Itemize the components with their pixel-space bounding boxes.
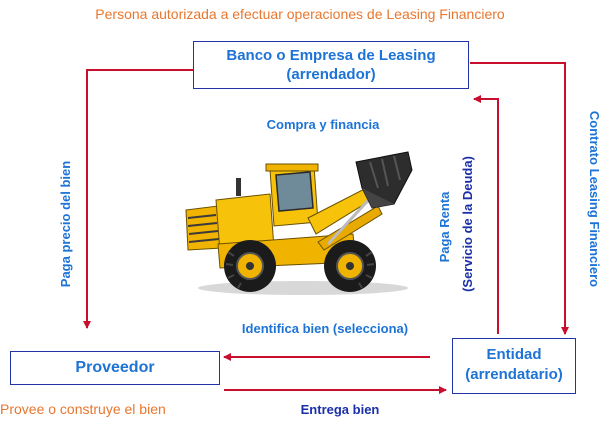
bank-name: Banco o Empresa de Leasing (226, 47, 436, 64)
label-identifica: Identifica bien (selecciona) (241, 321, 409, 336)
top-caption: Persona autorizada a efectuar operacione… (95, 6, 505, 22)
arrow-paga-precio (83, 69, 193, 329)
proveedor-box: Proveedor (10, 351, 220, 385)
label-entrega: Entrega bien (300, 402, 380, 417)
wheel-loader-image (185, 151, 413, 295)
entidad-role: (arrendatario) (465, 366, 563, 383)
bank-role: (arrendador) (286, 66, 376, 83)
arrow-paga-renta (473, 95, 499, 334)
bank-box: Banco o Empresa de Leasing (arrendador) (193, 41, 469, 89)
entidad-box: Entidad (arrendatario) (452, 338, 576, 394)
proveedor-label: Proveedor (75, 359, 155, 376)
label-compra: Compra y financia (266, 117, 380, 132)
arrow-contrato (470, 62, 569, 335)
proveedor-caption: Provee o construye el bien (0, 401, 166, 417)
entidad-name: Entidad (486, 346, 542, 363)
